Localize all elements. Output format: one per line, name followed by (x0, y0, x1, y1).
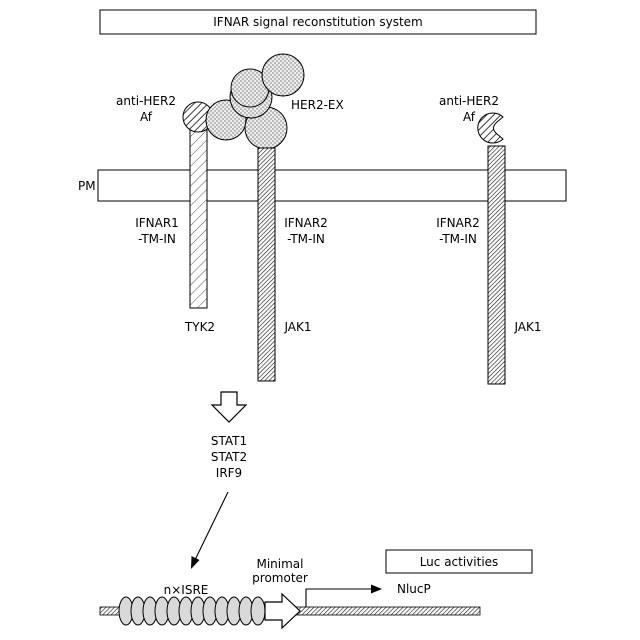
anti-her2-af-right (478, 113, 503, 143)
signal-down-arrow (212, 392, 246, 422)
isre-label: n×ISRE (164, 583, 209, 597)
af-left-line1: anti-HER2 (116, 94, 176, 108)
irf9-label: IRF9 (216, 466, 242, 480)
ifnar1-chain (190, 128, 207, 308)
signal-to-isre-arrow (191, 492, 228, 569)
ifnar2-right-label-line1: IFNAR2 (436, 216, 480, 230)
luc-activities-box: Luc activities (386, 550, 532, 573)
promoter-label-line1: Minimal (256, 557, 303, 571)
ifnar2-right-label-line2: -TM-IN (439, 232, 477, 246)
ifnar2-chain-middle (258, 148, 275, 381)
title-box: IFNAR signal reconstitution system (100, 10, 536, 34)
isre-repeats (119, 597, 265, 625)
ifnar1-label-line2: -TM-IN (138, 232, 176, 246)
receptor-right (478, 113, 505, 384)
jak1-middle-label: JAK1 (283, 320, 311, 334)
ifnar2-middle-label-line2: -TM-IN (287, 232, 325, 246)
jak1-right-label: JAK1 (513, 320, 541, 334)
membrane-label: PM (78, 179, 96, 193)
her2-ex-label: HER2-EX (291, 98, 344, 112)
ifnar1-label-line1: IFNAR1 (135, 216, 179, 230)
ifnar2-middle-label-line1: IFNAR2 (284, 216, 328, 230)
diagram-title: IFNAR signal reconstitution system (213, 15, 422, 29)
transcription-start-arrow (306, 585, 382, 608)
af-right-line1: anti-HER2 (439, 94, 499, 108)
nlucp-label: NlucP (397, 582, 431, 596)
luc-activities-label: Luc activities (420, 555, 499, 569)
af-left-line2: Af (140, 110, 153, 124)
her2-ex-ligand (206, 54, 304, 149)
stat1-label: STAT1 (211, 434, 247, 448)
receptor-left (183, 102, 213, 308)
promoter-label-line2: promoter (252, 571, 308, 585)
ifnar2-chain-right (488, 146, 505, 384)
stat2-label: STAT2 (211, 450, 247, 464)
minimal-promoter-arrow (265, 594, 300, 628)
tyk2-label: TYK2 (184, 320, 215, 334)
receptor-middle (258, 148, 275, 381)
af-right-line2: Af (463, 110, 476, 124)
